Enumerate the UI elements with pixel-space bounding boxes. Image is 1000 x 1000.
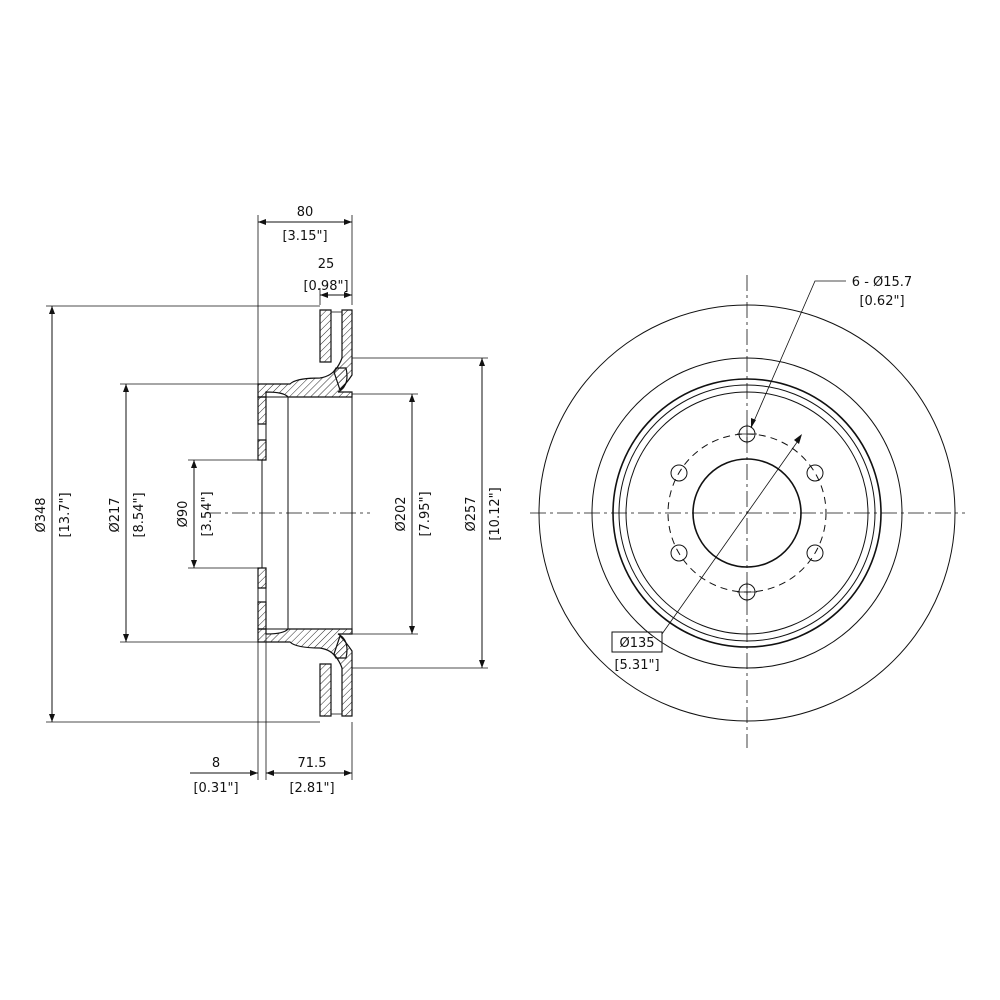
stud-hole-lower xyxy=(257,587,267,603)
arrow xyxy=(49,714,55,722)
hat-bottom-wall xyxy=(257,628,353,659)
bolt-circle-label-box xyxy=(611,631,663,653)
dim-348-inch: [13.7"] xyxy=(58,492,73,537)
arrow xyxy=(479,660,485,668)
hat-outer-edge xyxy=(612,378,882,648)
arrow xyxy=(123,634,129,642)
arrow xyxy=(751,418,756,428)
dim-71-inch: [2.81"] xyxy=(289,781,334,796)
arrow xyxy=(191,460,197,468)
arrow xyxy=(344,770,352,776)
arrow xyxy=(258,219,266,225)
bolt-hole xyxy=(670,464,688,482)
side-section-view xyxy=(205,309,370,717)
bolt-holes xyxy=(670,424,824,602)
dim-257-inch: [10.12"] xyxy=(488,487,503,540)
mount-face-mid-lower xyxy=(257,567,267,589)
arrow xyxy=(250,770,258,776)
bolt-hole xyxy=(806,464,824,482)
front-view: 6 - Ø15.7 [0.62"] Ø135 [5.31"] xyxy=(530,275,965,748)
arrow xyxy=(479,358,485,366)
arrow xyxy=(49,306,55,314)
dim-202-mm: Ø202 xyxy=(394,496,409,531)
bolt-circle-inch: [5.31"] xyxy=(614,658,659,673)
arrow xyxy=(344,292,352,298)
dim-25-mm: 25 xyxy=(318,257,335,272)
dim-90-mm: Ø90 xyxy=(176,501,191,528)
arrow xyxy=(409,626,415,634)
dim-217-inch: [8.54"] xyxy=(132,492,147,537)
dim-257-mm: Ø257 xyxy=(464,496,479,531)
arrow xyxy=(409,394,415,402)
dim-71-mm: 71.5 xyxy=(298,756,327,771)
arrow xyxy=(123,384,129,392)
bottom-outer-cheek xyxy=(319,663,332,717)
friction-inner-edge xyxy=(591,357,903,669)
mount-face-upper xyxy=(257,396,267,425)
bolt-hole-mm: 6 - Ø15.7 xyxy=(852,275,912,290)
outer-edge xyxy=(538,304,956,722)
arrow xyxy=(344,219,352,225)
bolt-hole-leader xyxy=(750,280,846,429)
dim-80-mm: 80 xyxy=(297,205,314,220)
bolt-hole xyxy=(806,544,824,562)
dim-8-mm: 8 xyxy=(212,756,220,771)
side-dimensions: 80 [3.15"] 25 [0.98"] Ø348 [13.7"] Ø217 … xyxy=(34,205,503,796)
center-bore xyxy=(692,458,802,568)
bolt-hole-inch: [0.62"] xyxy=(859,294,904,309)
dim-217-mm: Ø217 xyxy=(108,497,123,532)
hat-step xyxy=(618,384,876,642)
dim-202-inch: [7.95"] xyxy=(418,491,433,536)
bolt-circle-mm: Ø135 xyxy=(619,636,654,651)
dim-90-inch: [3.54"] xyxy=(200,491,215,536)
arrow xyxy=(794,434,802,444)
arrow xyxy=(191,560,197,568)
dim-348-mm: Ø348 xyxy=(34,497,49,532)
arrow xyxy=(320,292,328,298)
hat-top-wall xyxy=(257,367,353,398)
dim-80-inch: [3.15"] xyxy=(282,229,327,244)
stud-hole-upper xyxy=(257,423,267,441)
dim-8-inch: [0.31"] xyxy=(193,781,238,796)
mount-face-lower xyxy=(257,601,267,630)
mount-face-mid-upper xyxy=(257,439,267,461)
dim-25-inch: [0.98"] xyxy=(303,279,348,294)
bolt-hole xyxy=(670,544,688,562)
top-outer-cheek xyxy=(319,309,332,363)
drum-edge xyxy=(625,391,869,635)
bolt-circle-leader xyxy=(661,437,801,635)
